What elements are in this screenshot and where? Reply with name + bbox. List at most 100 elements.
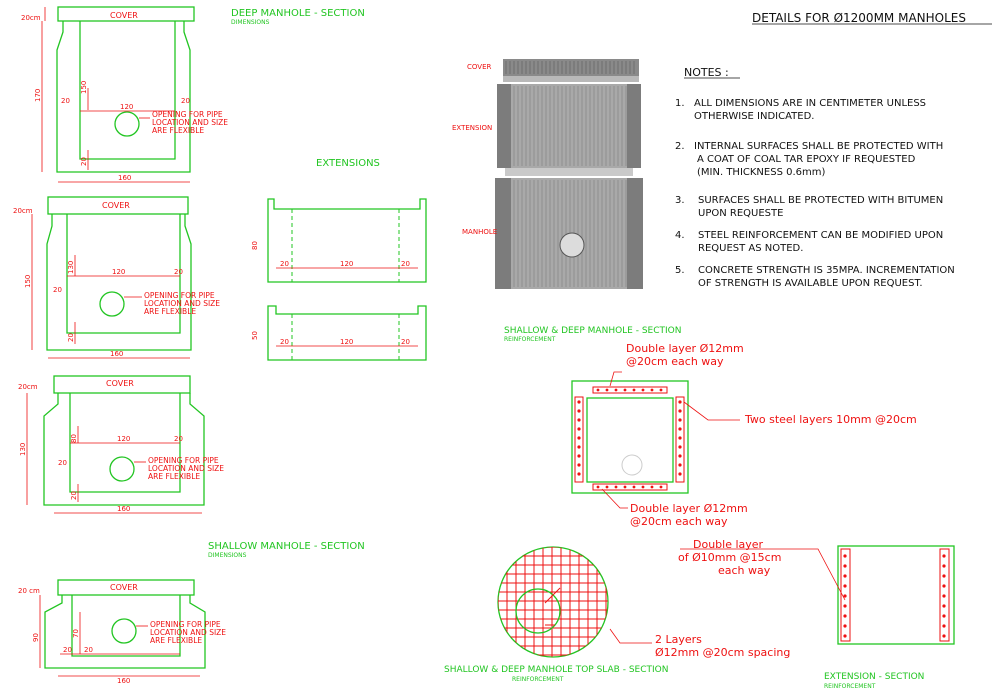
sheet-title: DETAILS FOR Ø1200MM MANHOLES — [752, 11, 966, 25]
rebar-dot — [843, 624, 847, 628]
dim-label: 150 — [80, 81, 88, 94]
rebar-dot — [678, 454, 682, 458]
left-wall-bars — [574, 396, 584, 483]
rebar-dot — [678, 418, 682, 422]
opening-note-line-1: OPENING FOR PIPE — [144, 291, 215, 300]
rebar-dot — [650, 485, 654, 489]
rebar-dot — [843, 604, 847, 608]
manhole-3d-side — [495, 178, 511, 289]
dim-label: 120 — [340, 338, 353, 346]
dim-label: 20 — [174, 435, 183, 443]
top-slab-bars — [592, 386, 668, 394]
note-2-line-3: (MIN. THICKNESS 0.6mm) — [697, 167, 825, 178]
manhole-inner — [71, 595, 181, 657]
cover-slab — [47, 196, 189, 215]
rebar-dot — [678, 409, 682, 413]
extension-3d-side — [497, 84, 511, 168]
rebar-dot — [942, 604, 946, 608]
extension-outline — [267, 198, 427, 283]
extension-section-title: EXTENSION - SECTION — [824, 672, 924, 682]
annotation-double-layer-bottom-1: Double layer Ø12mm — [630, 502, 748, 515]
dim-label: 20 — [53, 286, 62, 294]
dim-label: 20 — [84, 646, 93, 654]
cover-label: COVER — [110, 11, 138, 20]
top-slab-title: SHALLOW & DEEP MANHOLE TOP SLAB - SECTIO… — [444, 665, 668, 675]
cover-label: COVER — [102, 201, 130, 210]
rebar-dot — [641, 388, 645, 392]
dim-label: 160 — [118, 174, 131, 182]
manhole-inner — [69, 393, 181, 493]
dim-label: 20 — [401, 338, 410, 346]
label-manhole: MANHOLE — [462, 228, 497, 236]
dim-label: 160 — [117, 505, 130, 513]
dim-label: 80 — [251, 241, 259, 250]
rebar-dot — [678, 463, 682, 467]
slab-outline — [497, 546, 609, 658]
rebar-dots — [843, 554, 946, 638]
dim-label: 20 — [70, 491, 78, 500]
rebar-dot — [942, 634, 946, 638]
reinforcement-subtitle: REINFORCEMENT — [504, 336, 556, 343]
top-slab-subtitle: REINFORCEMENT — [512, 676, 564, 683]
rebar-dot — [942, 564, 946, 568]
opening-note-line-3: ARE FLEXIBLE — [152, 126, 204, 135]
manhole-inner — [66, 214, 181, 334]
extension-3d-side — [627, 84, 641, 168]
manhole-wall — [43, 393, 205, 506]
opening-note-line-2: LOCATION AND SIZE — [148, 464, 224, 473]
dim-label: 20 — [80, 157, 88, 166]
pipe-opening — [99, 291, 125, 317]
cover-3d — [503, 59, 639, 76]
notes: NOTES : 1. ALL DIMENSIONS ARE IN CENTIME… — [675, 66, 955, 289]
manhole-3d-view: COVER EXTENSION MANHOLE — [452, 59, 643, 289]
shallow-manhole-section: COVER 20 cm 90 70 20 20 160 OPENING FOR … — [18, 579, 226, 685]
pipe-opening — [109, 456, 135, 482]
opening-note-line-2: LOCATION AND SIZE — [144, 299, 220, 308]
rebar-dot — [577, 463, 581, 467]
note-4-line-2: REQUEST AS NOTED. — [698, 243, 803, 254]
rebar-dot — [623, 485, 627, 489]
leader-line — [609, 628, 652, 644]
note-3-num: 3. — [675, 195, 685, 206]
leader-line — [609, 371, 622, 387]
rebar-dot — [942, 594, 946, 598]
rebar-dot — [843, 614, 847, 618]
dim-label: 160 — [110, 350, 123, 358]
manhole-wall — [46, 214, 192, 351]
rebar-dot — [678, 436, 682, 440]
note-4-line-1: STEEL REINFORCEMENT CAN BE MODIFIED UPON — [698, 230, 943, 241]
dim-label: 20 cm — [18, 587, 40, 595]
rebar-dot — [678, 427, 682, 431]
rebar-dot — [632, 388, 636, 392]
cover-label: COVER — [110, 583, 138, 592]
rebar-dot — [614, 485, 618, 489]
note-1-line-1: ALL DIMENSIONS ARE IN CENTIMETER UNLESS — [694, 98, 926, 109]
opening-note-line-2: LOCATION AND SIZE — [152, 118, 228, 127]
dim-label: 130 — [19, 443, 27, 456]
manhole-wall — [44, 595, 206, 669]
opening-note-line-1: OPENING FOR PIPE — [152, 110, 223, 119]
note-5-line-1: CONCRETE STRENGTH IS 35MPA. INCREMENTATI… — [698, 265, 955, 276]
leader-line — [601, 488, 628, 509]
extension-outline — [837, 545, 955, 645]
manhole-wall — [56, 21, 191, 173]
notes-heading: NOTES : — [684, 66, 729, 79]
rebar-dot — [577, 418, 581, 422]
label-cover: COVER — [467, 63, 491, 71]
note-1-num: 1. — [675, 98, 685, 109]
extension-reinforcement-section: Double layer of Ø10mm @15cm each way — [678, 538, 955, 645]
annotation-two-steel-layers: Two steel layers 10mm @20cm — [744, 413, 917, 426]
note-2-num: 2. — [675, 141, 685, 152]
dim-label: 20 — [280, 260, 289, 268]
rebar-dot — [843, 554, 847, 558]
dim-label: 20 — [181, 97, 190, 105]
manhole-3d-side — [627, 178, 643, 289]
note-5-num: 5. — [675, 265, 685, 276]
rebar-dot — [659, 388, 663, 392]
rebar-dot — [843, 564, 847, 568]
radius-line — [544, 587, 561, 604]
dim-label: 70 — [72, 629, 80, 638]
dim-label: 150 — [24, 275, 32, 288]
annotation-double-layer-top-2: @20cm each way — [626, 355, 724, 368]
right-wall-bars — [939, 548, 950, 642]
